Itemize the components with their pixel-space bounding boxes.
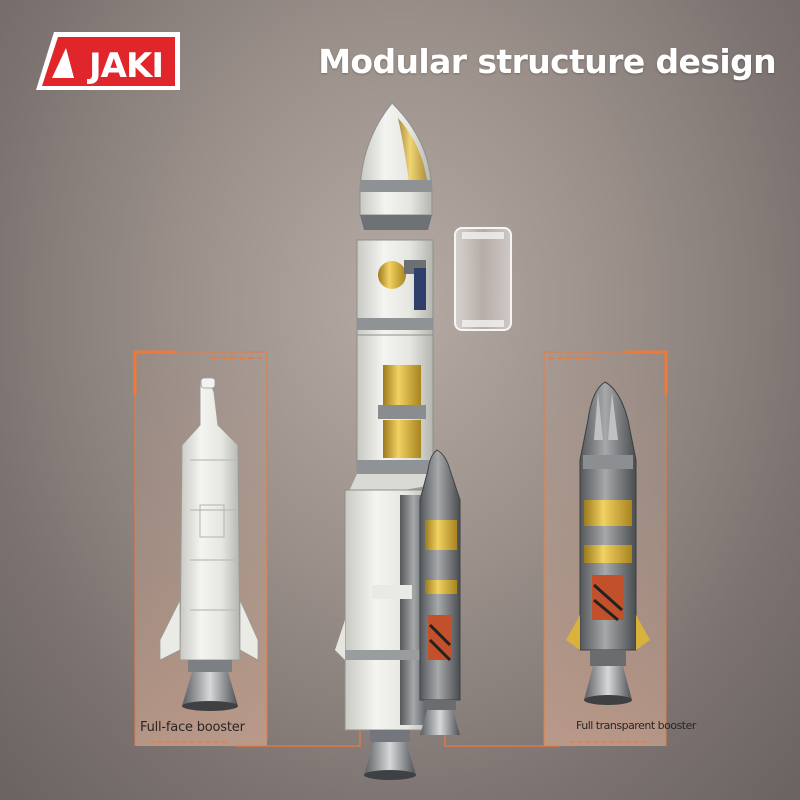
brand-logo: JAKI xyxy=(30,30,184,90)
caption-full-face-booster: Full-face booster xyxy=(140,720,245,735)
left-booster-panel xyxy=(133,350,361,747)
logo-text: JAKI xyxy=(87,46,163,86)
jaki-logo-icon: JAKI xyxy=(36,32,180,90)
full-face-booster xyxy=(159,377,259,711)
page-title: Modular structure design xyxy=(318,42,776,81)
main-rocket xyxy=(335,102,512,780)
full-transparent-booster xyxy=(566,381,650,705)
caption-full-transparent-booster: Full transparent booster xyxy=(576,719,696,732)
